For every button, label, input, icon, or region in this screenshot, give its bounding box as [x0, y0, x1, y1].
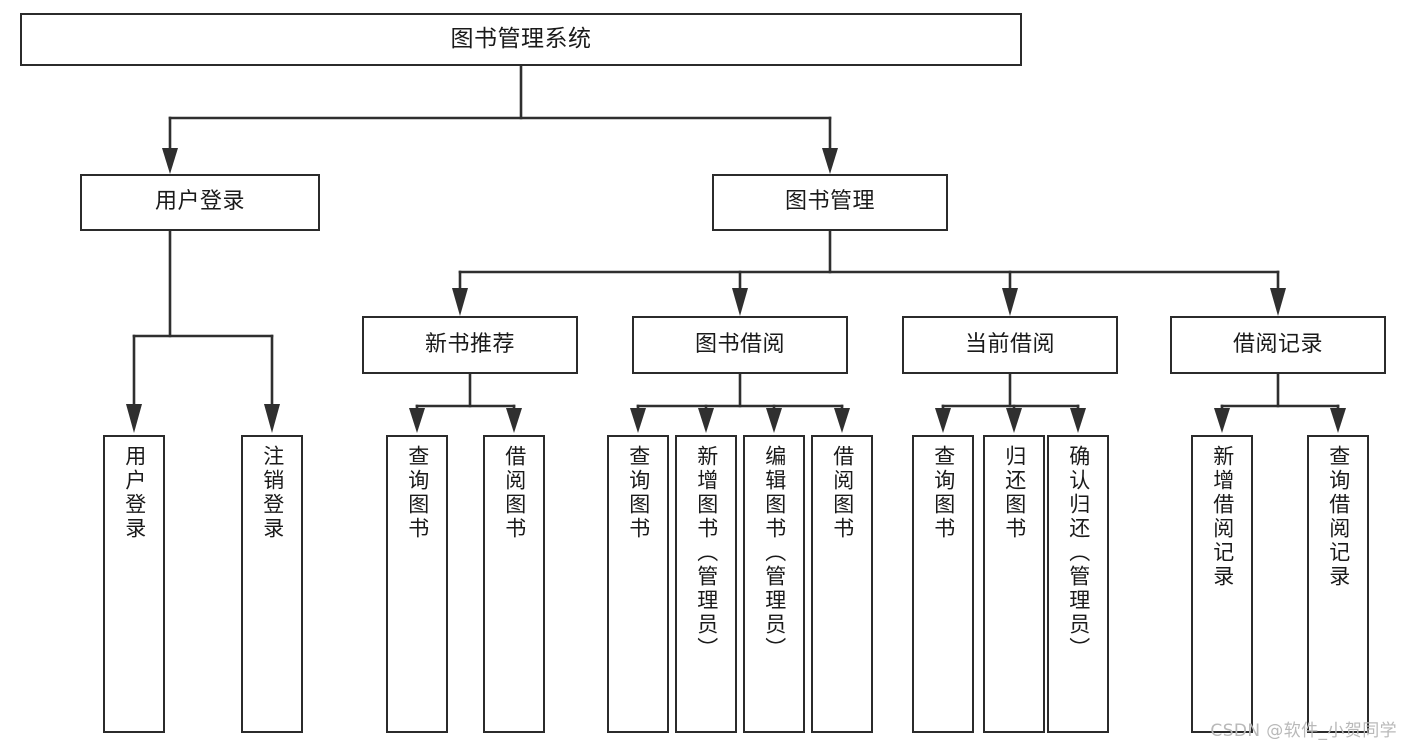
edge-root-to-level1 [162, 64, 838, 174]
node-label: 新书推荐 [424, 331, 515, 357]
node-new-book-recommend[interactable]: 新书推荐 [362, 316, 578, 374]
node-current-borrow[interactable]: 当前借阅 [902, 316, 1118, 374]
node-label: 用户登录 [122, 445, 147, 541]
node-label: 借阅记录 [1232, 331, 1323, 357]
watermark-text: CSDN @软件_小贺同学 [1210, 721, 1397, 741]
edge-bookborrow-to-leaves [630, 372, 850, 433]
node-book-manage[interactable]: 图书管理 [712, 174, 948, 231]
leaf-borrow-query-book[interactable]: 查询图书 [607, 435, 669, 733]
leaf-record-add-borrow-record[interactable]: 新增借阅记录 [1191, 435, 1253, 733]
node-label: 注销登录 [260, 445, 285, 541]
leaf-borrow-add-book-admin[interactable]: 新增图书（管理员） [675, 435, 737, 733]
node-label: 确认归还（管理员） [1066, 445, 1091, 661]
node-label: 借阅图书 [502, 445, 527, 541]
node-label: 图书管理 [784, 189, 875, 215]
node-label: 图书管理系统 [450, 25, 592, 52]
node-label: 编辑图书（管理员） [762, 445, 787, 661]
node-label: 用户登录 [154, 189, 245, 215]
node-label: 新增图书（管理员） [694, 445, 719, 661]
node-user-login[interactable]: 用户登录 [80, 174, 320, 231]
leaf-borrow-borrow-book[interactable]: 借阅图书 [811, 435, 873, 733]
leaf-user-login[interactable]: 用户登录 [103, 435, 165, 733]
node-root-book-management-system[interactable]: 图书管理系统 [20, 13, 1022, 66]
node-label: 查询图书 [405, 445, 430, 541]
node-book-borrow[interactable]: 图书借阅 [632, 316, 848, 374]
leaf-recommend-borrow-book[interactable]: 借阅图书 [483, 435, 545, 733]
leaf-recommend-query-book[interactable]: 查询图书 [386, 435, 448, 733]
node-label: 新增借阅记录 [1210, 445, 1235, 589]
edge-borrowrecord-to-leaves [1214, 372, 1346, 433]
node-label: 当前借阅 [964, 331, 1055, 357]
node-label: 借阅图书 [830, 445, 855, 541]
node-label: 归还图书 [1002, 445, 1027, 541]
leaf-current-return-book[interactable]: 归还图书 [983, 435, 1045, 733]
node-label: 图书借阅 [694, 331, 785, 357]
edge-bookmanage-to-level2 [452, 229, 1286, 316]
leaf-borrow-edit-book-admin[interactable]: 编辑图书（管理员） [743, 435, 805, 733]
leaf-current-confirm-return-admin[interactable]: 确认归还（管理员） [1047, 435, 1109, 733]
leaf-current-query-book[interactable]: 查询图书 [912, 435, 974, 733]
edge-userlogin-to-leaves [126, 229, 280, 433]
csdn-watermark: CSDN @软件_小贺同学 [1210, 716, 1397, 741]
node-label: 查询借阅记录 [1326, 445, 1351, 589]
node-label: 查询图书 [931, 445, 956, 541]
edge-currentborrow-to-leaves [935, 372, 1086, 433]
edge-newbook-to-leaves [409, 372, 522, 433]
node-borrow-record[interactable]: 借阅记录 [1170, 316, 1386, 374]
node-label: 查询图书 [626, 445, 651, 541]
leaf-record-query-borrow-record[interactable]: 查询借阅记录 [1307, 435, 1369, 733]
leaf-user-logout[interactable]: 注销登录 [241, 435, 303, 733]
